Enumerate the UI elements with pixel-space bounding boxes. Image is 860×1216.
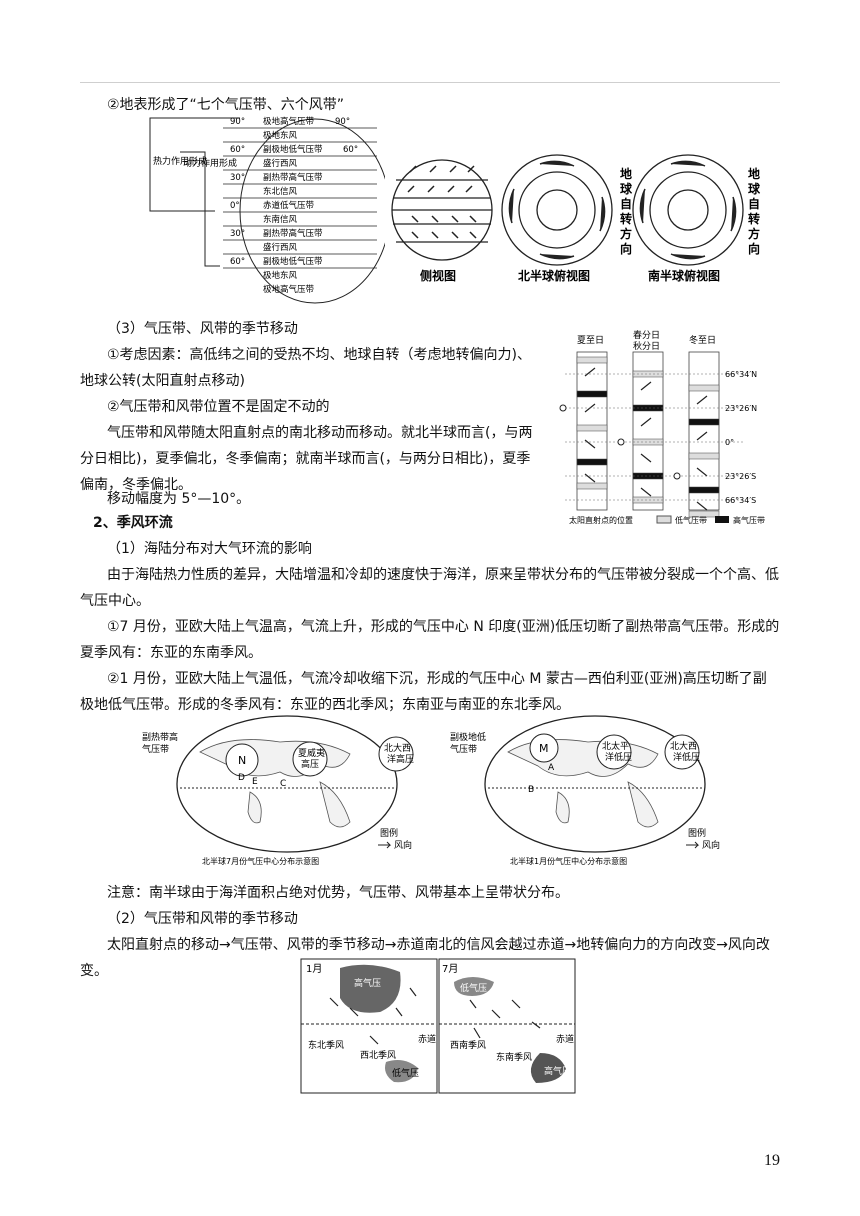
jul-equator-label: 赤道 [556, 1033, 574, 1045]
page-number: 19 [764, 1152, 780, 1169]
globe-row-label: 极地高气压带 [263, 116, 315, 127]
factors-paragraph: ①考虑因素：高低纬之间的受热不均、地球自转（考虑地转偏向力)、地球公转(太阳直射… [80, 347, 532, 389]
legend-title: 图例 [380, 827, 398, 839]
jul-high-label: 高气压 [544, 1065, 571, 1077]
svg-text:气压带: 气压带 [142, 743, 169, 755]
rotation-label-north: 地球自转方向 [620, 166, 633, 256]
side-view-label: 侧视图 [420, 268, 456, 283]
svg-text:洋低压: 洋低压 [605, 751, 632, 763]
season-lat-label: 66°34′N [725, 370, 757, 379]
legend-wind: 风向 [394, 839, 412, 851]
ne-monsoon-label: 东北季风 [308, 1039, 344, 1051]
azores-high-label: 北大西 [384, 742, 411, 754]
monsoon-heading: 2、季风环流 [93, 515, 173, 531]
legend-low: 低气压带 [675, 515, 707, 525]
globe-lat-label: 30° [230, 229, 245, 239]
globe-lat-side: 60° [343, 145, 358, 155]
globe-lat-label: 60° [230, 257, 245, 267]
legend-sun: 太阳直射点的位置 [569, 515, 633, 525]
jan-low-label: 低气压 [392, 1067, 419, 1079]
note-line: 注意：南半球由于海洋面积占绝对优势，气压带、风带基本上呈带状分布。 [107, 885, 569, 901]
globe-lat-label: 30° [230, 173, 245, 183]
pressure-belt-globe-figure: 热力作用形成 动力作用形成 极地高气压带90°极地东风副极地低气压带60°盛行西… [149, 116, 385, 304]
hawaii-high-label: 夏威夷 [298, 747, 325, 759]
jan-equator-label: 赤道 [418, 1033, 436, 1045]
monsoon-maps-figure: 1月 7月 高气压 低气压 高气压 低气压 赤道 赤道 西北季风 东北季风 西南… [300, 958, 576, 1094]
july-pressure-map: N 夏威夷 高压 北大西 洋高压 D E C 副热带高 气压带 图例 风向 北半… [142, 715, 414, 866]
svg-text:洋高压: 洋高压 [387, 753, 414, 765]
jan-high-label: 高气压 [354, 977, 381, 989]
jul-label: 7月 [442, 963, 458, 975]
letter-B: B [528, 785, 534, 795]
land-sea-heading: （1）海陆分布对大气环流的影响 [107, 541, 312, 557]
globe-row-label: 东南信风 [263, 214, 298, 225]
january-map-caption: 北半球1月份气压中心分布示意图 [510, 856, 627, 866]
globe-lat-label: 90° [230, 117, 245, 127]
letter-A: A [548, 763, 555, 773]
subpolar-low-label: 副极地低 [450, 731, 486, 743]
globe-row-label: 副极地低气压带 [263, 256, 323, 267]
center-N: N [238, 754, 246, 767]
legend-title: 图例 [688, 827, 706, 839]
season-lat-label: 23°26′N [725, 404, 757, 413]
col-summer-label: 夏至日 [577, 335, 604, 346]
season-heading: （2）气压带和风带的季节移动 [107, 911, 298, 927]
seasonal-shift-figure: 夏至日 春分日 秋分日 冬至日 66°34′N 23°26′N 0° 23°26′S 6… [559, 330, 765, 525]
header-rule [80, 82, 780, 83]
north-view-label: 北半球俯视图 [518, 268, 590, 283]
globe-row-label: 副热带高气压带 [263, 228, 323, 239]
letter-C: C [280, 779, 286, 789]
iceland-low-label: 北大西 [670, 740, 697, 752]
col-winter-label: 冬至日 [689, 334, 716, 346]
aleutian-low-label: 北太平 [602, 740, 629, 752]
section-3-heading: （3）气压带、风带的季节移动 [107, 321, 298, 337]
nw-monsoon-label: 西北季风 [360, 1049, 396, 1061]
amplitude-line: 移动幅度为 5°—10°。 [107, 491, 251, 507]
dynamic-bracket-label: 动力作用形成 [183, 157, 237, 169]
january-paragraph: ②1 月份，亚欧大陆上气温低，气流冷却收缩下沉，形成的气压中心 M 蒙古—西伯利… [80, 671, 767, 713]
letter-D: D [238, 773, 245, 783]
se-monsoon-label: 东南季风 [496, 1051, 532, 1063]
globe-lat-top: 90° [335, 117, 350, 127]
move-paragraph: 气压带和风带随太阳直射点的南北移动而移动。就北半球而言(，与两分日相比)，夏季偏… [80, 425, 533, 493]
south-view-label: 南半球俯视图 [648, 268, 720, 283]
legend-wind: 风向 [702, 839, 720, 851]
globe-row-label: 盛行西风 [263, 242, 298, 253]
jan-label: 1月 [306, 963, 322, 975]
center-M: M [539, 742, 549, 755]
season-lat-label: 23°26′S [725, 472, 756, 481]
season-lat-label: 0° [725, 438, 734, 447]
globe-row-label: 盛行西风 [263, 158, 298, 169]
january-pressure-map: M 北太平 洋低压 北大西 洋低压 A B 副极地低 气压带 图例 风向 北半球… [450, 715, 720, 866]
globe-row-label: 极地高气压带 [263, 284, 315, 295]
season-paragraph: 太阳直射点的移动→气压带、风带的季节移动→赤道南北的信风会越过赤道→地转偏向力的… [80, 937, 770, 979]
thermal-bracket-label: 热力作用形成 [153, 155, 207, 167]
svg-text:气压带: 气压带 [450, 743, 477, 755]
globe-lat-label: 60° [230, 145, 245, 155]
svg-text:高压: 高压 [301, 758, 319, 770]
subtropical-high-label: 副热带高 [142, 731, 178, 743]
jul-low-label: 低气压 [460, 982, 487, 994]
seven-belts-heading: ②地表形成了“七个气压带、六个风带” [107, 97, 345, 113]
globe-row-label: 极地东风 [263, 130, 298, 141]
july-paragraph: ①7 月份，亚欧大陆上气温高，气流上升，形成的气压中心 N 印度(亚洲)低压切断… [80, 619, 780, 661]
letter-E: E [252, 777, 258, 787]
sw-monsoon-label: 西南季风 [450, 1039, 486, 1051]
legend-high: 高气压带 [733, 515, 765, 525]
svg-text:洋低压: 洋低压 [673, 751, 700, 763]
not-fixed-line: ②气压带和风带位置不是固定不动的 [107, 399, 330, 415]
globe-row-label: 极地东风 [263, 270, 298, 281]
land-sea-paragraph: 由于海陆热力性质的差异，大陆增温和冷却的速度快于海洋，原来呈带状分布的气压带被分… [80, 567, 779, 609]
globe-row-label: 赤道低气压带 [263, 200, 315, 211]
col-equinox-label-1: 春分日 [633, 330, 660, 341]
globe-row-label: 副极地低气压带 [263, 144, 323, 155]
rotation-label-south: 地球自转方向 [748, 166, 761, 256]
wind-deflection-views-figure: 侧视图 北半球俯视图 南半球俯视图 地球自转方向 地球自转方向 [391, 154, 761, 283]
col-equinox-label-2: 秋分日 [633, 340, 660, 352]
globe-lat-label: 0° [230, 201, 240, 211]
july-map-caption: 北半球7月份气压中心分布示意图 [202, 856, 319, 866]
globe-row-label: 东北信风 [263, 186, 298, 197]
season-lat-label: 66°34′S [725, 496, 756, 505]
globe-row-label: 副热带高气压带 [263, 172, 323, 183]
